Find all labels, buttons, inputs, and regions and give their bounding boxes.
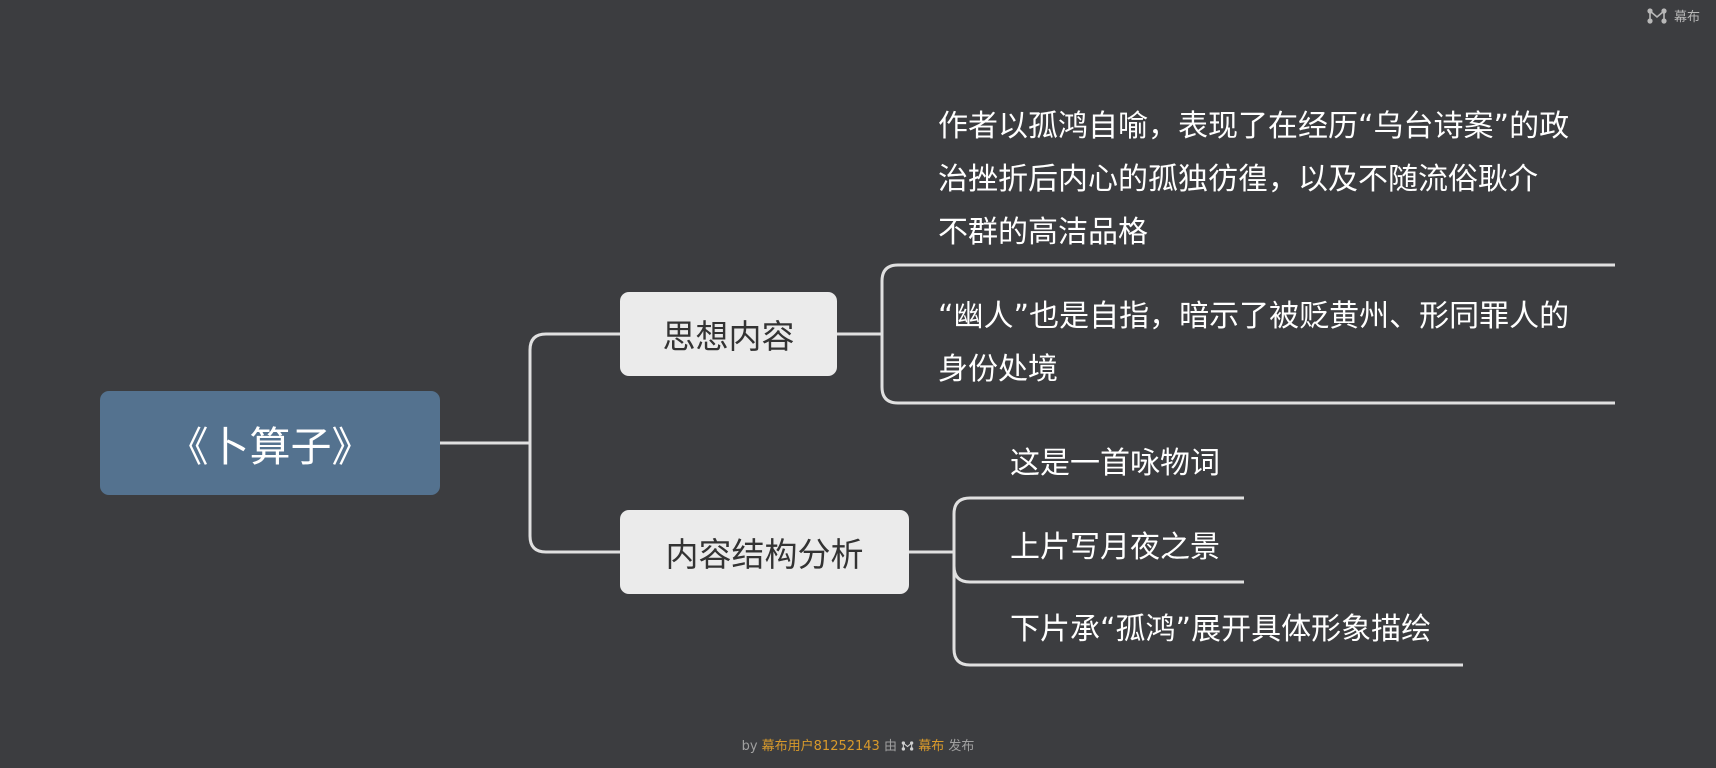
leaf-text-line: “幽人”也是自指，暗示了被贬黄州、形同罪人的 [938,299,1570,334]
footer-publish: 发布 [948,739,975,754]
topic-node-thought-content[interactable]: 思想内容 [620,292,837,376]
topic-node-structure-analysis[interactable]: 内容结构分析 [620,510,909,594]
leaf-node[interactable]: 上片写月夜之景 [1010,521,1220,574]
leaf-text-line: 下片承“孤鸿”展开具体形象描绘 [1010,612,1432,647]
leaf-text-line: 这是一首咏物词 [1010,446,1220,481]
topic-label: 思想内容 [662,317,795,356]
root-label: 《卜算子》 [167,423,373,471]
topic-label: 内容结构分析 [665,535,864,574]
footer-by: by [741,739,758,754]
brand-name: 幕布 [1673,10,1700,25]
leaf-node[interactable]: “幽人”也是自指，暗示了被贬黄州、形同罪人的 身份处境 [938,290,1569,396]
leaf-text-line: 身份处境 [938,352,1058,387]
leaf-node[interactable]: 下片承“孤鸿”展开具体形象描绘 [1010,603,1431,656]
root-node[interactable]: 《卜算子》 [100,391,440,495]
leaf-node[interactable]: 作者以孤鸿自喻，表现了在经历“乌台诗案”的政 治挫折后内心的孤独彷徨，以及不随流… [938,100,1569,259]
mubu-logo-icon [901,741,914,751]
leaf-text-line: 不群的高洁品格 [938,215,1148,250]
leaf-text-line: 作者以孤鸿自喻，表现了在经历“乌台诗案”的政 [938,109,1570,144]
footer-credit: by 幕布用户81252143 由 幕布 发布 [0,735,1716,754]
footer-via: 由 [883,739,897,754]
leaf-text-line: 上片写月夜之景 [1010,530,1220,565]
leaf-text-line: 治挫折后内心的孤独彷徨，以及不随流俗耿介 [938,162,1538,197]
footer-brand-link[interactable]: 幕布 [918,739,945,754]
leaf-node[interactable]: 这是一首咏物词 [1010,437,1220,490]
mubu-logo-icon [1647,7,1667,24]
footer-user-link[interactable]: 幕布用户81252143 [761,739,880,754]
brand-logo[interactable]: 幕布 [1646,6,1700,25]
